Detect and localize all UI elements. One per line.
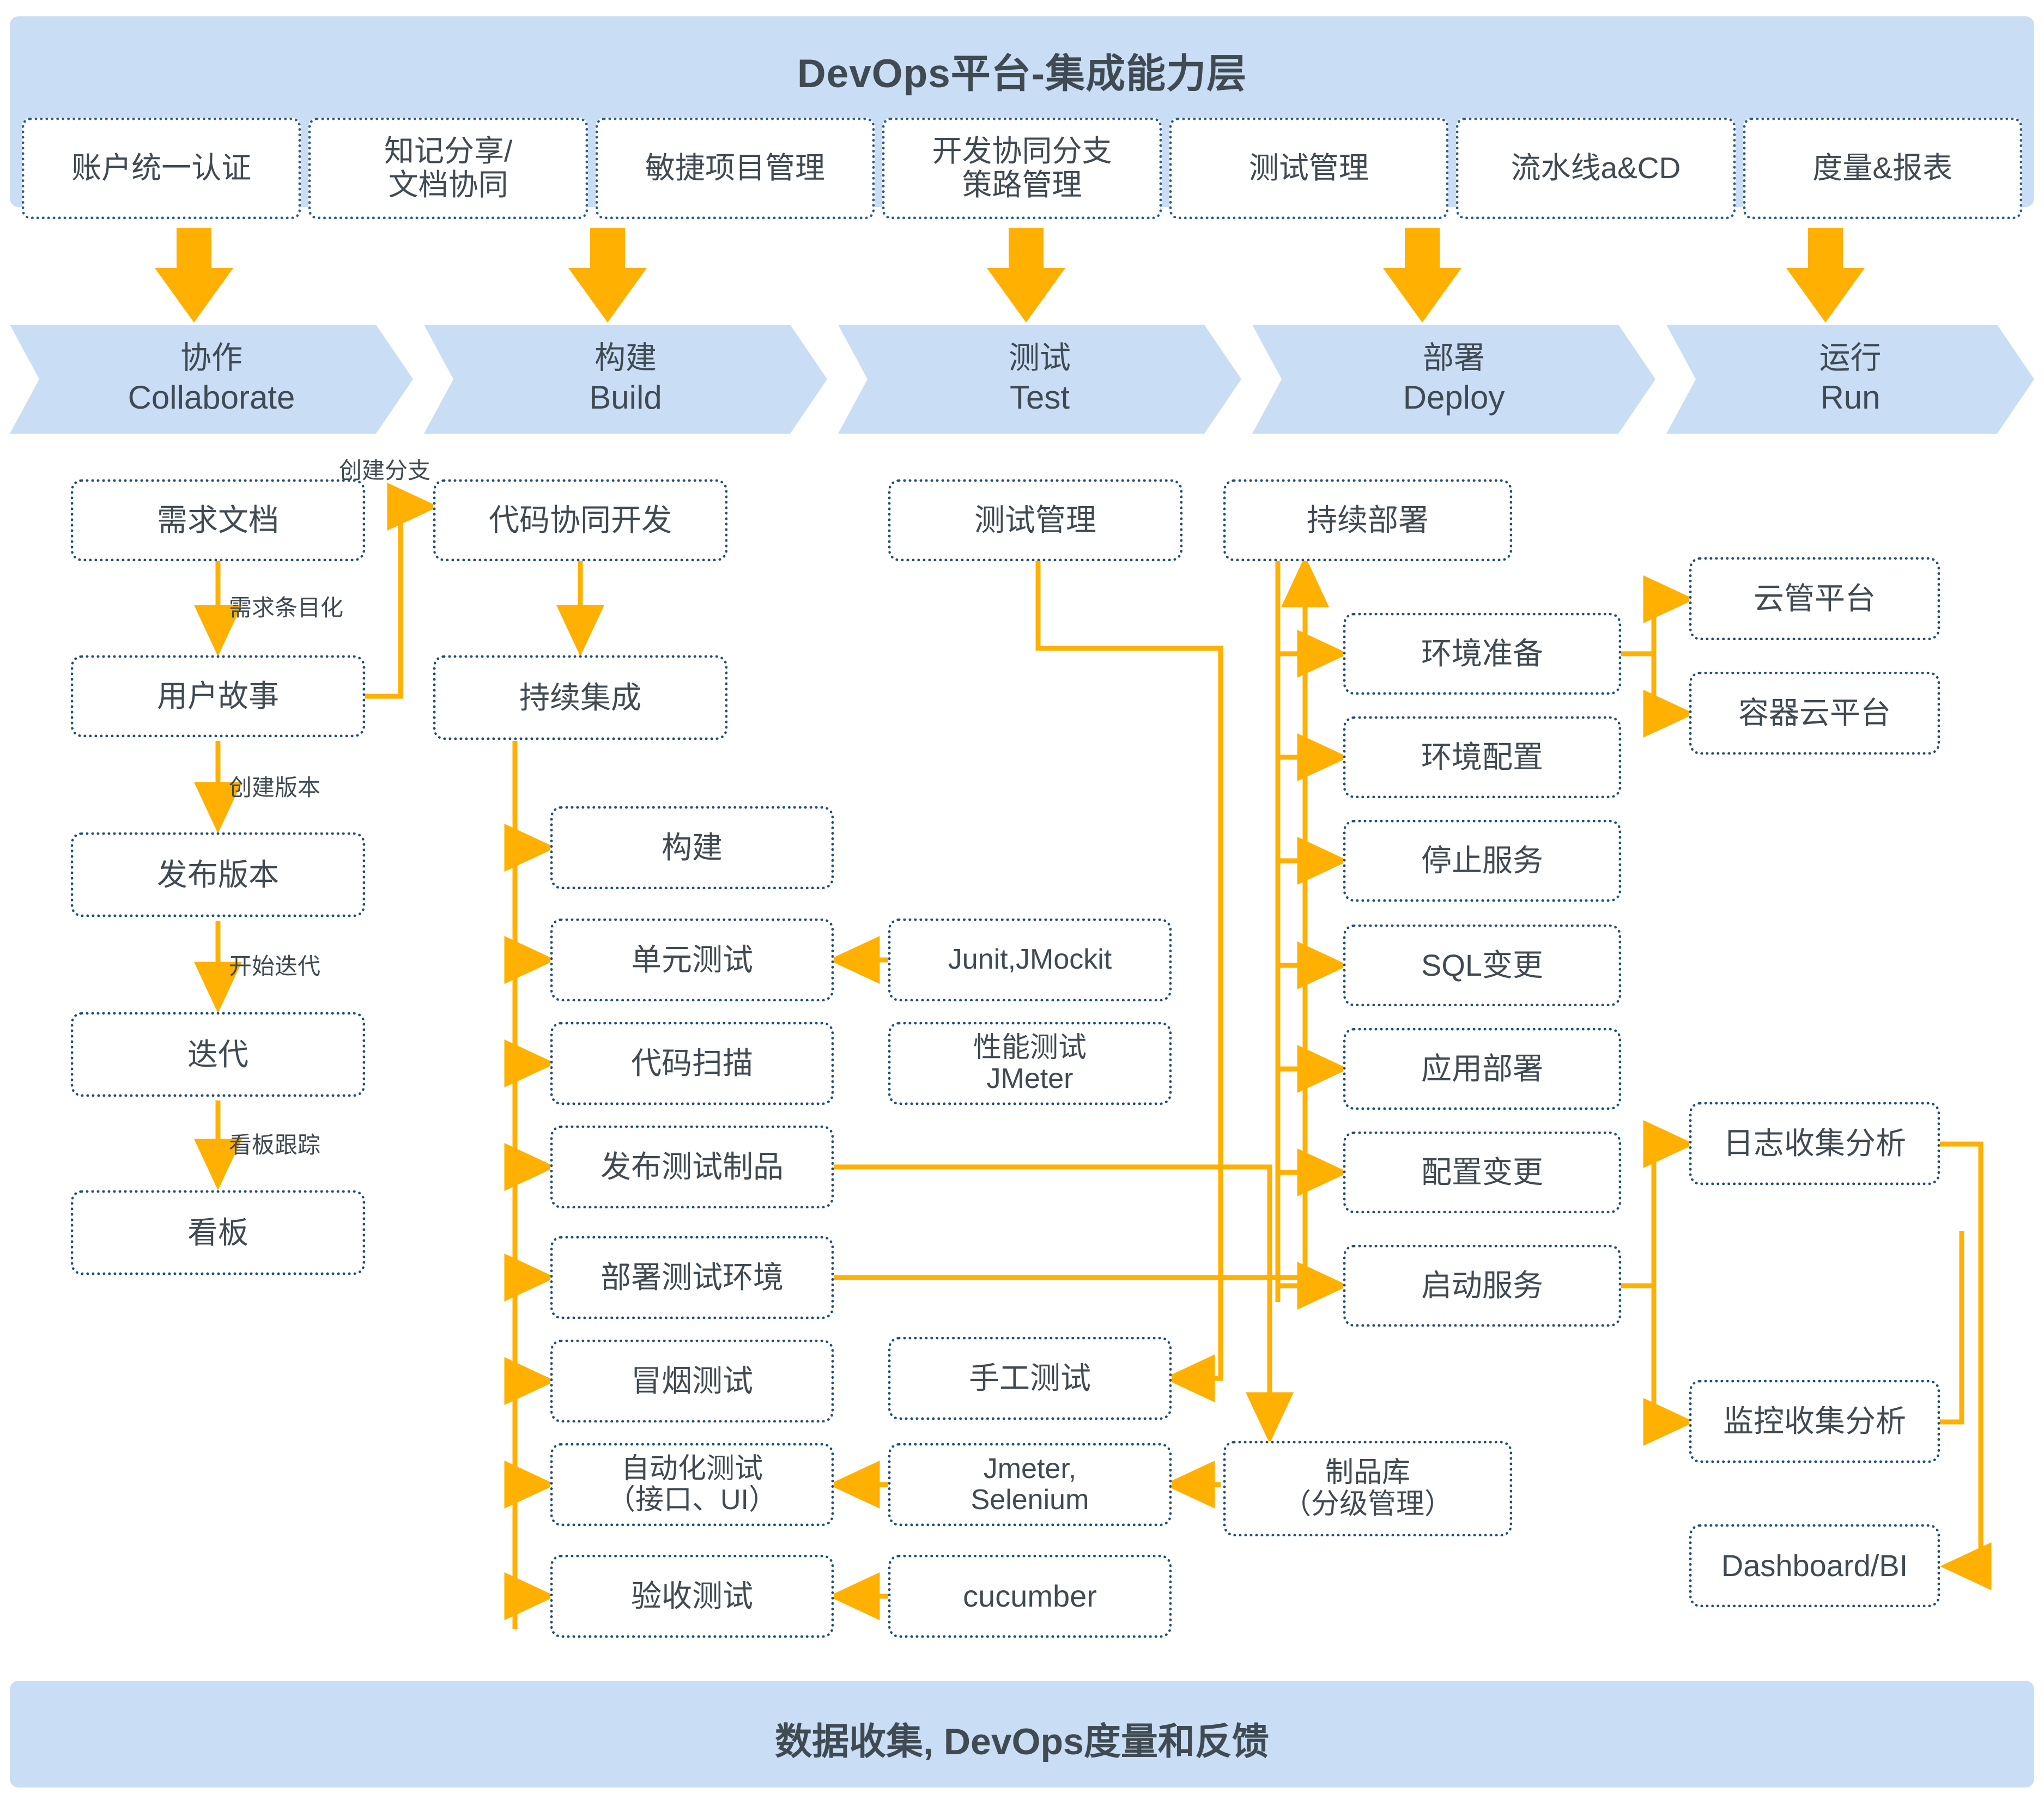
- node-continuous-integration[interactable]: 持续集成: [433, 655, 727, 740]
- node-ci-code-scan[interactable]: 代码扫描: [550, 1022, 834, 1105]
- node-test-management[interactable]: 测试管理: [888, 479, 1182, 561]
- node-log-collection-analysis[interactable]: 日志收集分析: [1689, 1102, 1940, 1185]
- node-ci-deploy-test-env[interactable]: 部署测试环境: [550, 1236, 834, 1319]
- edge-log-to-dashboard: [1929, 1141, 1992, 1591]
- capability-box-test-management[interactable]: 测试管理: [1169, 118, 1449, 219]
- node-ci-publish-test-artifact[interactable]: 发布测试制品: [550, 1126, 834, 1208]
- chevron-collaborate[interactable]: 协作 Collaborate: [10, 325, 413, 434]
- edge-label-start-iteration: 开始迭代: [229, 953, 321, 979]
- chevron-test[interactable]: 测试 Test: [838, 325, 1241, 434]
- node-junit-jmockit[interactable]: Junit,JMockit: [888, 919, 1172, 1001]
- node-deploy-config-change[interactable]: 配置变更: [1343, 1132, 1621, 1213]
- node-monitor-collection-analysis[interactable]: 监控收集分析: [1689, 1380, 1940, 1463]
- capability-box-pipeline-cd[interactable]: 流水线a&CD: [1456, 118, 1736, 219]
- chevron-run-cn: 运行: [1819, 340, 1882, 375]
- footer-title: 数据收集, DevOps度量和反馈: [775, 1721, 1269, 1762]
- integration-capability-band: DevOps平台-集成能力层 账户统一认证 知记分享/ 文档协同 敏捷项目管理 …: [10, 16, 2034, 219]
- chevron-test-cn: 测试: [1009, 340, 1071, 375]
- data-feedback-band: 数据收集, DevOps度量和反馈: [10, 1681, 2034, 1787]
- node-ci-automated-test[interactable]: 自动化测试 （接口、UI）: [550, 1443, 834, 1526]
- edge-label-kanban-track: 看板跟踪: [229, 1132, 321, 1158]
- node-jmeter-selenium[interactable]: Jmeter, Selenium: [888, 1443, 1172, 1526]
- capability-box-branch-strategy[interactable]: 开发协同分支 策路管理: [882, 118, 1162, 219]
- node-deploy-env-config[interactable]: 环境配置: [1343, 716, 1621, 798]
- phase-chevron-row: 协作 Collaborate 构建 Build 测试 Test 部署 Deploy 运行…: [10, 325, 2034, 434]
- node-deploy-sql-change[interactable]: SQL变更: [1343, 925, 1621, 1006]
- chevron-test-en: Test: [1009, 379, 1070, 416]
- edge-label-requirement-itemize: 需求条目化: [229, 595, 344, 621]
- node-ci-smoke-test[interactable]: 冒烟测试: [550, 1340, 834, 1422]
- chevron-collaborate-cn: 协作: [180, 340, 242, 375]
- node-deploy-start-service[interactable]: 启动服务: [1343, 1245, 1621, 1327]
- edge-start-to-monitor: [1643, 1286, 1695, 1446]
- capability-box-knowledge-doc[interactable]: 知记分享/ 文档协同: [308, 118, 588, 219]
- node-iteration[interactable]: 迭代: [71, 1012, 365, 1097]
- chevron-deploy[interactable]: 部署 Deploy: [1252, 325, 1655, 434]
- chevron-test-shape: [838, 325, 1241, 434]
- node-code-collab-dev[interactable]: 代码协同开发: [433, 479, 727, 561]
- node-deploy-stop-service[interactable]: 停止服务: [1343, 820, 1621, 902]
- node-deploy-env-prepare[interactable]: 环境准备: [1343, 613, 1621, 695]
- chevron-build[interactable]: 构建 Build: [424, 325, 827, 434]
- node-user-story[interactable]: 用户故事: [71, 655, 365, 737]
- node-kanban[interactable]: 看板: [71, 1190, 365, 1275]
- down-arrow-run: [1786, 228, 1865, 323]
- edge-story-to-code-dev: [365, 482, 439, 699]
- page-title: DevOps平台-集成能力层: [797, 52, 1247, 96]
- down-arrow-deploy: [1383, 228, 1461, 323]
- node-requirement-doc[interactable]: 需求文档: [71, 479, 365, 561]
- chevron-deploy-shape: [1252, 325, 1655, 434]
- capability-box-account-auth[interactable]: 账户统一认证: [22, 118, 301, 219]
- capability-box-list: 账户统一认证 知记分享/ 文档协同 敏捷项目管理 开发协同分支 策路管理 测试管…: [22, 118, 2022, 219]
- node-artifact-repository[interactable]: 制品库 （分级管理）: [1223, 1441, 1512, 1536]
- down-arrow-build: [568, 228, 647, 323]
- chevron-run[interactable]: 运行 Run: [1666, 325, 2034, 434]
- node-ci-acceptance-test[interactable]: 验收测试: [550, 1555, 834, 1638]
- node-cucumber[interactable]: cucumber: [888, 1555, 1172, 1638]
- capability-box-metrics-report[interactable]: 度量&报表: [1743, 118, 2022, 219]
- chevron-build-en: Build: [589, 379, 662, 416]
- node-cloud-management-platform[interactable]: 云管平台: [1689, 557, 1940, 640]
- chevron-deploy-cn: 部署: [1423, 340, 1485, 375]
- node-release-version[interactable]: 发布版本: [71, 832, 365, 917]
- chevron-collaborate-shape: [10, 325, 413, 434]
- edge-envprepare-to-containercloud: [1643, 654, 1695, 738]
- node-container-cloud-platform[interactable]: 容器云平台: [1689, 672, 1940, 755]
- chevron-deploy-en: Deploy: [1403, 379, 1505, 416]
- node-ci-unit-test[interactable]: 单元测试: [550, 919, 834, 1001]
- down-arrow-test: [987, 228, 1065, 323]
- edge-label-create-version: 创建版本: [229, 775, 321, 800]
- down-arrow-collaborate: [155, 228, 233, 323]
- chevron-build-shape: [424, 325, 827, 434]
- edge-label-create-branch: 创建分支: [339, 458, 431, 483]
- node-dashboard-bi[interactable]: Dashboard/BI: [1689, 1524, 1940, 1607]
- chevron-run-shape: [1666, 325, 2034, 434]
- node-continuous-deployment[interactable]: 持续部署: [1223, 479, 1512, 561]
- chevron-collaborate-en: Collaborate: [128, 379, 295, 416]
- edge-start-to-log: [1621, 1120, 1695, 1288]
- node-deploy-app-deploy[interactable]: 应用部署: [1343, 1028, 1621, 1110]
- chevron-run-en: Run: [1820, 379, 1881, 416]
- edge-envprepare-to-cloudmgmt: [1621, 575, 1695, 656]
- node-performance-test-jmeter[interactable]: 性能测试 JMeter: [888, 1022, 1172, 1105]
- node-manual-test[interactable]: 手工测试: [888, 1337, 1172, 1420]
- node-ci-build[interactable]: 构建: [550, 806, 834, 889]
- capability-box-agile-project[interactable]: 敏捷项目管理: [595, 118, 875, 219]
- chevron-build-cn: 构建: [595, 340, 657, 375]
